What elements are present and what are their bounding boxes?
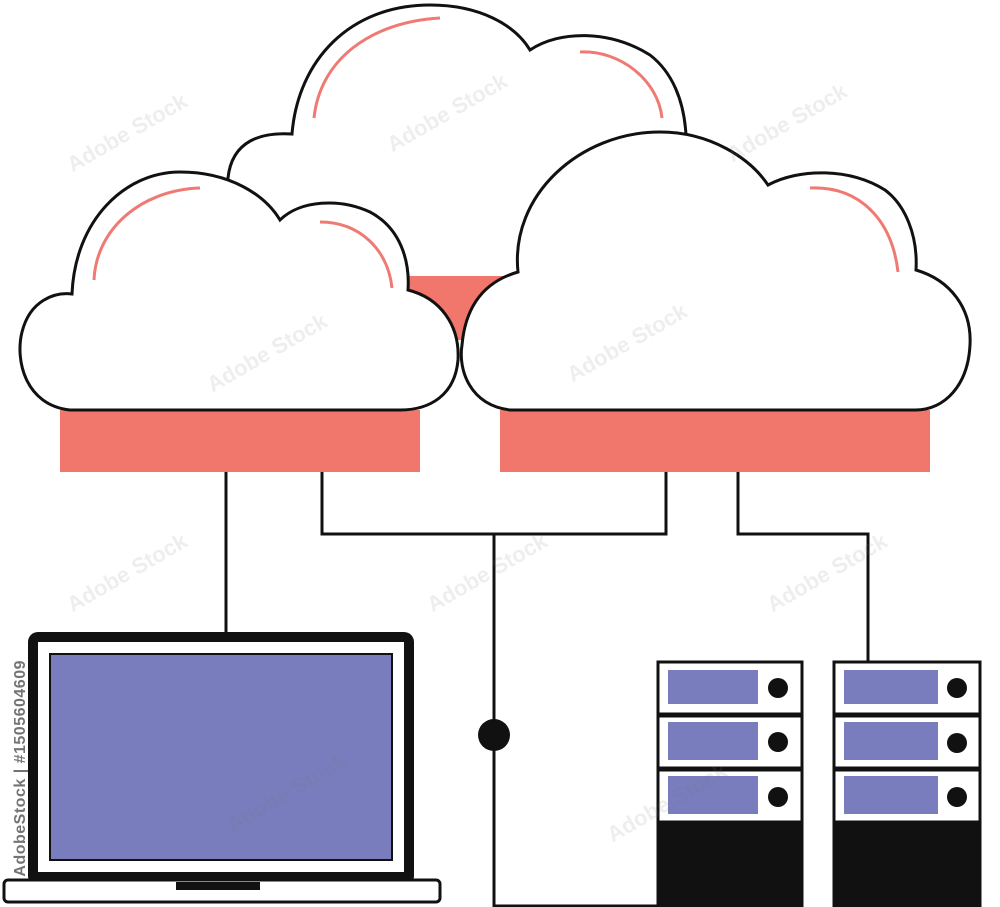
cloud-left-highlight-left — [92, 186, 201, 281]
server-right-unit-3 — [832, 768, 982, 824]
laptop-screen — [49, 653, 393, 861]
server-left-unit-3 — [656, 768, 804, 824]
line-hub-vertical — [492, 534, 660, 907]
cloud-top-highlight-left — [312, 16, 441, 119]
server-right — [832, 660, 982, 907]
laptop — [2, 632, 442, 904]
laptop-base — [2, 878, 442, 904]
line-cloud-right-to-hub — [494, 472, 668, 536]
server-right-unit-1-led — [947, 678, 967, 698]
server-left-unit-2-panel — [668, 722, 758, 760]
server-right-unit-2-led — [947, 733, 967, 753]
cloud-left-highlight-right — [319, 220, 394, 289]
server-right-unit-1-panel — [844, 670, 938, 704]
server-right-unit-1 — [832, 660, 982, 716]
server-left-unit-2-led — [768, 732, 788, 752]
network-hub-node — [478, 719, 510, 751]
watermark-side-label: AdobeStock | #1505604609 — [12, 660, 29, 877]
cloud-right-highlight — [809, 186, 900, 273]
server-right-unit-2-panel — [844, 722, 938, 760]
network-connections — [224, 472, 870, 907]
cloud-right-shape — [459, 130, 972, 412]
server-right-unit-3-led — [947, 787, 967, 807]
server-left-unit-1-panel — [668, 670, 758, 704]
server-left — [656, 660, 804, 907]
laptop-hinge-notch — [176, 882, 260, 890]
cloud-left-shape — [18, 170, 460, 412]
server-left-base — [658, 822, 802, 907]
server-left-unit-2 — [656, 714, 804, 770]
cloud-right-band — [500, 410, 930, 472]
cloud-left — [18, 170, 460, 412]
cloud-left-band — [60, 410, 420, 472]
server-right-base — [834, 822, 980, 907]
server-left-unit-3-led — [768, 787, 788, 807]
server-right-unit-3-panel — [844, 776, 938, 814]
cloud-top-highlight-right — [579, 50, 664, 119]
server-left-unit-1-led — [768, 678, 788, 698]
server-right-unit-2 — [832, 714, 982, 770]
cloud-right — [459, 130, 972, 412]
line-cloud-left-to-hub — [320, 472, 494, 536]
server-left-unit-1 — [656, 660, 804, 716]
server-left-unit-3-panel — [668, 776, 758, 814]
line-cloud-to-server — [736, 472, 870, 662]
